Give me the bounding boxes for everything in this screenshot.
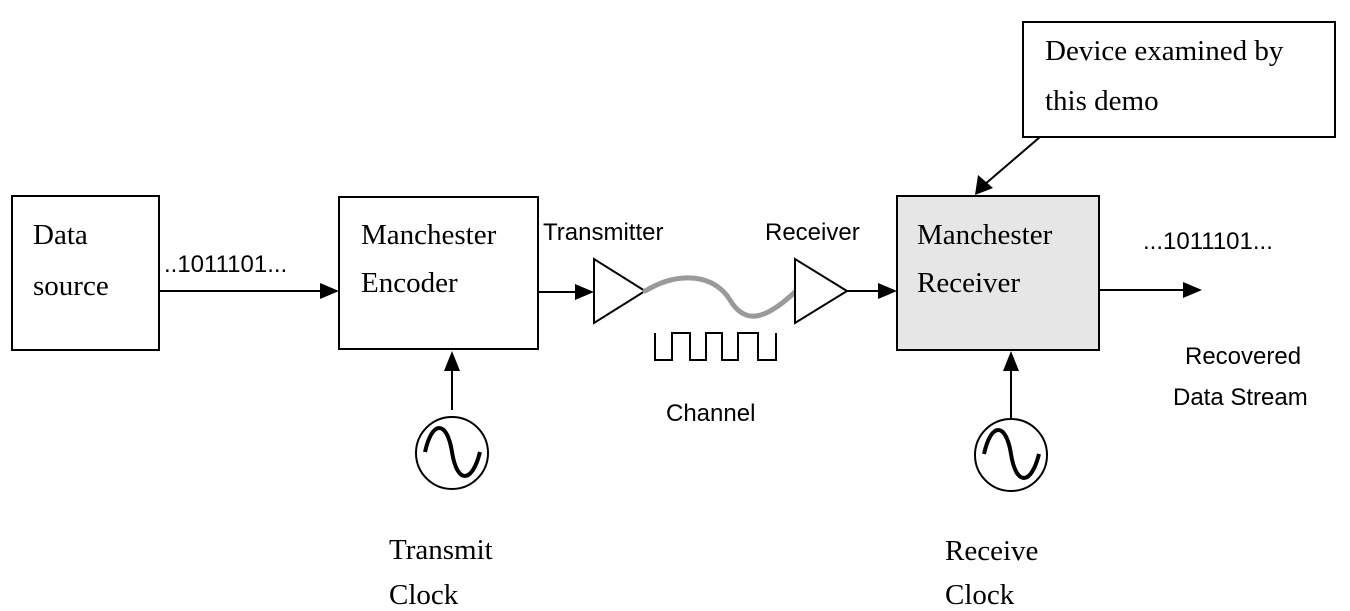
channel-wire	[642, 275, 798, 319]
output-arrowhead	[1183, 282, 1202, 298]
receiver-amp-label: Receiver	[765, 219, 860, 246]
receive-clock-label-1: Receive	[945, 535, 1038, 567]
square-wave-icon	[654, 332, 777, 361]
transmit-clock-label-2: Clock	[389, 579, 459, 611]
recovered-label-2: Data Stream	[1173, 384, 1308, 411]
data-source-label-1: Data	[33, 219, 88, 251]
callout-pointer-line	[983, 136, 1041, 186]
recovered-label-1: Recovered	[1185, 343, 1301, 370]
encoder-block: Manchester Encoder	[338, 196, 539, 350]
callout-pointer-arrowhead	[975, 175, 993, 195]
manchester-receiver-box	[896, 195, 1100, 351]
encoder-label-2: Encoder	[361, 267, 458, 299]
callout-line-2: this demo	[1045, 85, 1159, 117]
transmit-clock: Transmit Clock	[389, 351, 493, 611]
output-bit-stream: ...1011101... Recovered Data Stream	[1099, 228, 1308, 411]
encoder-box	[338, 196, 539, 350]
output-bits-label: ...1011101...	[1143, 228, 1273, 255]
manchester-receiver-label-1: Manchester	[917, 219, 1053, 251]
callout-box	[1022, 21, 1336, 138]
receiver-amplifier-icon	[794, 257, 849, 325]
receive-sine-icon	[982, 428, 1041, 480]
manchester-receiver-label-2: Receiver	[917, 267, 1020, 299]
transmit-clock-arrowhead	[444, 351, 460, 371]
data-source-box	[11, 195, 160, 351]
receiver-amp-output-arrowhead	[878, 283, 897, 299]
data-source-label-2: source	[33, 270, 109, 302]
transmitter-amplifier-icon	[593, 257, 647, 325]
encoder-label-1: Manchester	[361, 219, 497, 251]
transmitter-label: Transmitter	[543, 219, 663, 246]
manchester-receiver-block: Manchester Receiver	[896, 195, 1100, 351]
callout-line-1: Device examined by	[1045, 35, 1284, 67]
input-bits-label: ..1011101...	[164, 251, 287, 278]
receive-clock-arrowhead	[1003, 351, 1019, 371]
transmit-clock-label-1: Transmit	[389, 534, 493, 566]
receive-clock-label-2: Clock	[945, 579, 1015, 611]
channel-label: Channel	[666, 400, 755, 427]
input-bit-stream: ..1011101...	[159, 251, 339, 299]
input-arrowhead	[320, 283, 339, 299]
encoder-output-arrowhead	[575, 284, 594, 300]
transmit-sine-icon	[423, 426, 482, 478]
receive-clock: Receive Clock	[945, 351, 1048, 611]
callout: Device examined by this demo	[975, 21, 1336, 195]
data-source-block: Data source	[11, 195, 160, 351]
